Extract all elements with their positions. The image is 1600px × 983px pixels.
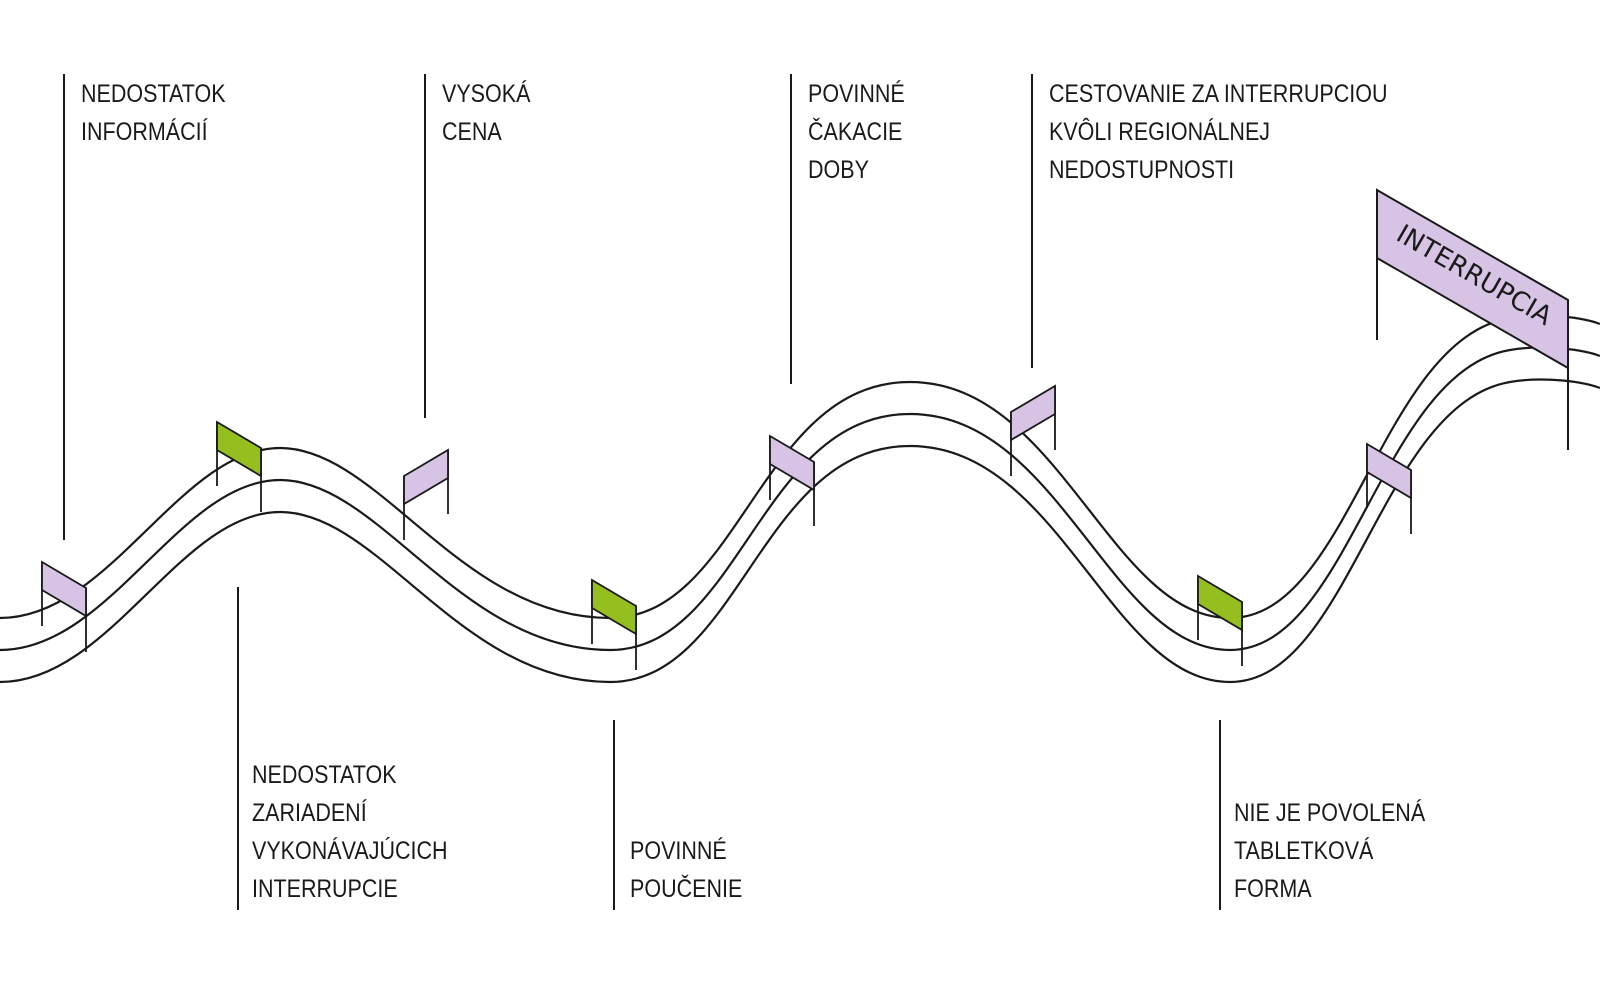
label-tabletkova-forma: NIE JE POVOLENÁ TABLETKOVÁ FORMA [1234, 794, 1425, 908]
goal-banner: INTERRUPCIA [1376, 188, 1569, 450]
passed-flag-green-1 [216, 420, 262, 512]
road-edge-bottom [0, 378, 1600, 684]
passed-flag-green-2 [591, 578, 637, 670]
label-line: CENA [442, 118, 502, 146]
label-line: NEDOSTATOK [252, 761, 397, 789]
label-cestovanie-za-interrupciou: CESTOVANIE ZA INTERRUPCIOU KVÔLI REGIONÁ… [1049, 75, 1387, 189]
passed-flag-green-3 [1197, 574, 1243, 666]
label-povinne-cakacie-doby: POVINNÉ ČAKACIE DOBY [808, 75, 905, 189]
label-line: INTERRUPCIE [252, 875, 398, 903]
label-nedostatok-zariadeni: NEDOSTATOK ZARIADENÍ VYKONÁVAJÚCICH INTE… [252, 756, 448, 908]
label-line: FORMA [1234, 875, 1312, 903]
label-line: ZARIADENÍ [252, 799, 367, 827]
label-line: NEDOSTATOK [81, 80, 226, 108]
label-line: VYSOKÁ [442, 80, 531, 108]
label-vysoka-cena: VYSOKÁ CENA [442, 75, 530, 151]
barrier-flag-purple-5 [1366, 442, 1412, 534]
goal-banner-cloth [1376, 188, 1569, 370]
label-line: KVÔLI REGIONÁLNEJ [1049, 118, 1271, 146]
label-line: INFORMÁCIÍ [81, 118, 208, 146]
barrier-flag-purple-1 [41, 560, 87, 652]
label-povinne-poucenie: POVINNÉ POUČENIE [630, 832, 742, 908]
barrier-flag-purple-4 [1010, 384, 1056, 476]
label-line: ČAKACIE [808, 118, 903, 146]
label-line: CESTOVANIE ZA INTERRUPCIOU [1049, 80, 1388, 108]
label-line: TABLETKOVÁ [1234, 837, 1374, 865]
road-edge-top [0, 314, 1600, 620]
barrier-flag-purple-3 [769, 434, 815, 526]
road-centre-line [0, 346, 1600, 652]
label-nedostatok-informacii: NEDOSTATOK INFORMÁCIÍ [81, 75, 226, 151]
label-line: POVINNÉ [808, 80, 905, 108]
label-line: DOBY [808, 156, 869, 184]
barrier-flag-purple-2 [403, 448, 449, 540]
label-line: POVINNÉ [630, 837, 727, 865]
label-line: NEDOSTUPNOSTI [1049, 156, 1235, 184]
label-line: NIE JE POVOLENÁ [1234, 799, 1426, 827]
label-line: VYKONÁVAJÚCICH [252, 837, 448, 865]
label-line: POUČENIE [630, 875, 743, 903]
